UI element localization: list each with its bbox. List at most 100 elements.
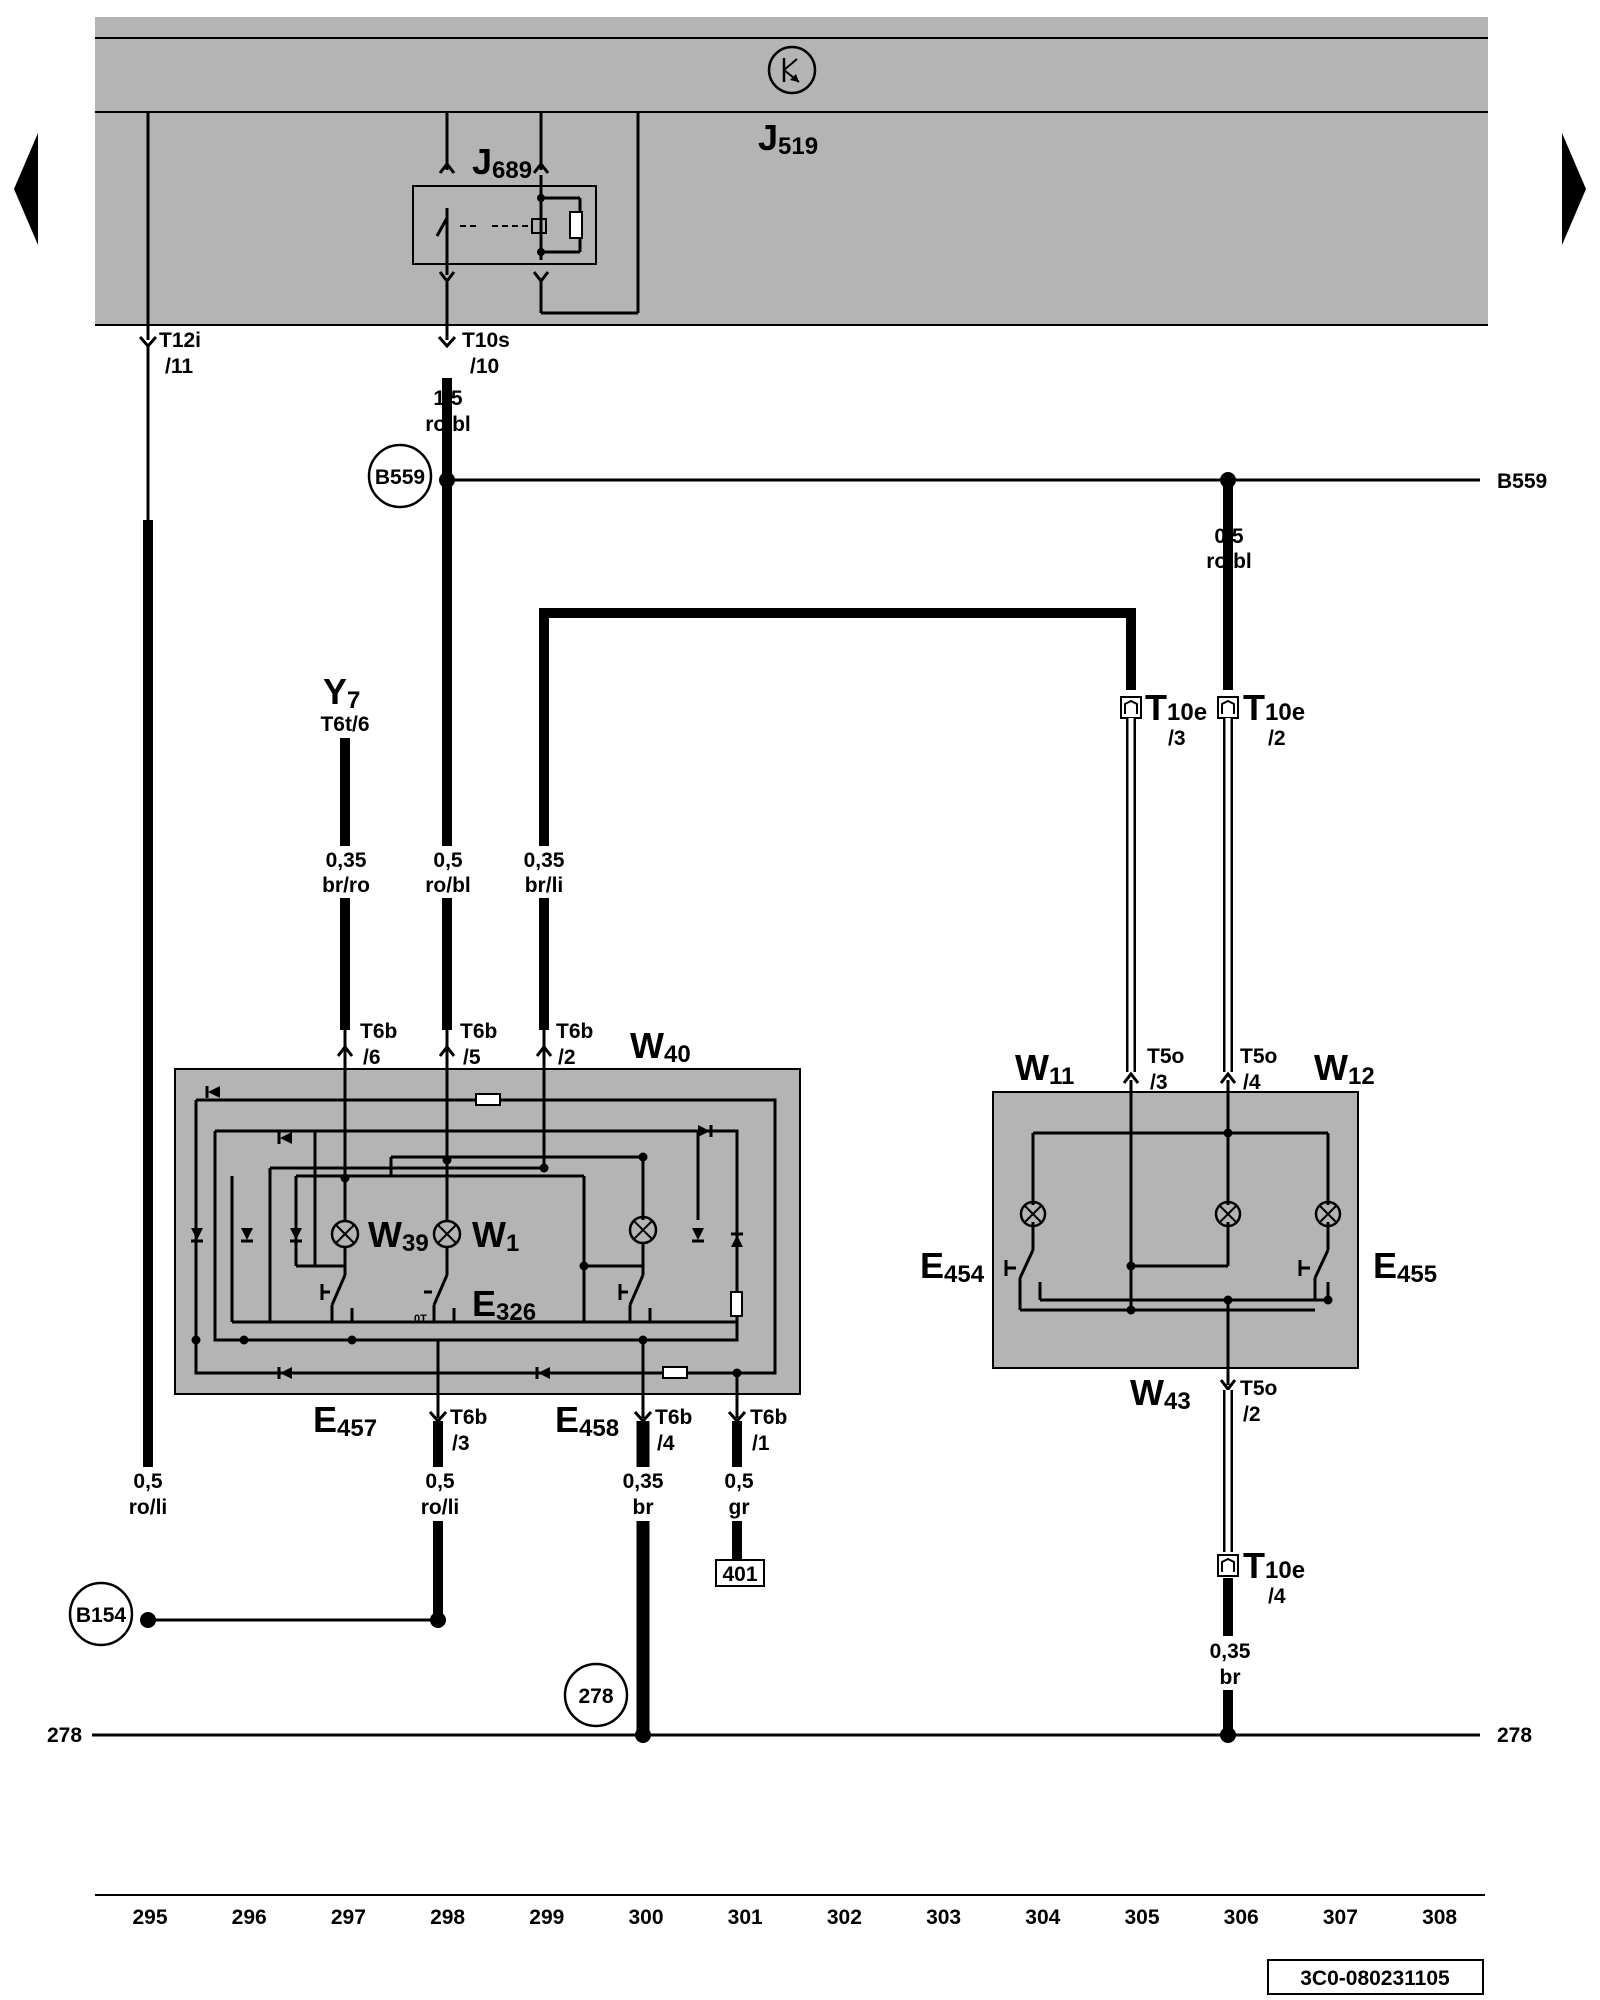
svg-text:ro/li: ro/li <box>421 1496 460 1519</box>
t6b-label: T6b <box>450 1406 487 1429</box>
track-number: 300 <box>628 1906 663 1929</box>
t5o-pin: /4 <box>1243 1071 1261 1094</box>
track-number: 296 <box>232 1906 267 1929</box>
t5o-pin: /2 <box>1243 1403 1261 1426</box>
w1-label: W1 <box>472 1214 519 1257</box>
track-number: 297 <box>331 1906 366 1929</box>
t6b-pin: /6 <box>363 1046 381 1069</box>
svg-text:0,35: 0,35 <box>524 849 565 872</box>
wire-label-295: 0,5 ro/li <box>118 1467 178 1521</box>
b559-ref-right: B559 <box>1497 470 1547 493</box>
t6b-label: T6b <box>556 1020 593 1043</box>
wire-label-306-lower: 0,35 br <box>1198 1636 1260 1690</box>
svg-text:T10e: T10e <box>1243 687 1305 728</box>
svg-text:T10e: T10e <box>1145 687 1207 728</box>
document-code: 3C0-080231105 <box>1267 1959 1484 1995</box>
t6b-label: T6b <box>655 1406 692 1429</box>
svg-text:/4: /4 <box>1268 1585 1286 1608</box>
electronic-symbol-icon <box>767 45 817 95</box>
connector-t10e-2: T10e /2 <box>1217 687 1305 750</box>
svg-text:ro/li: ro/li <box>129 1496 168 1519</box>
track-number: 308 <box>1422 1906 1457 1929</box>
svg-text:br/ro: br/ro <box>322 874 370 897</box>
previous-page-arrow[interactable] <box>14 133 38 245</box>
node-b559: B559 <box>367 443 433 509</box>
t5o-pin: /3 <box>1150 1071 1168 1094</box>
t10s-pin: /10 <box>470 355 499 378</box>
t6b-pin: /5 <box>463 1046 481 1069</box>
wire-color-label: ro/bl <box>425 413 471 436</box>
node-b154: B154 <box>68 1581 134 1647</box>
track-number: 303 <box>926 1906 961 1929</box>
svg-text:br: br <box>633 1496 654 1519</box>
connector-t10e-4: T10e /4 <box>1217 1545 1305 1608</box>
track-number: 305 <box>1124 1906 1159 1929</box>
w43-label: W43 <box>1130 1372 1191 1415</box>
w40-label: W40 <box>630 1025 691 1068</box>
next-page-arrow[interactable] <box>1562 133 1586 245</box>
node-278: 278 <box>563 1662 629 1728</box>
t6b-label: T6b <box>460 1020 497 1043</box>
e458-label: E458 <box>555 1399 619 1442</box>
lamp-icon <box>330 1219 360 1249</box>
e455-label: E455 <box>1373 1245 1437 1288</box>
t5o-label: T5o <box>1147 1045 1184 1068</box>
track-number: 298 <box>430 1906 465 1929</box>
svg-text:br: br <box>1220 1666 1241 1689</box>
led-icon <box>191 1086 743 1379</box>
t6t-label: T6t/6 <box>320 713 369 736</box>
resistor-icon <box>475 1093 743 1379</box>
t10s-label: T10s <box>462 329 510 352</box>
y7-label: Y7 <box>323 671 360 714</box>
t6b-pin: /4 <box>657 1432 675 1455</box>
wire-label-298-lower: 0,5 ro/li <box>408 1467 468 1521</box>
lamp-icon <box>1214 1200 1242 1228</box>
svg-text:br/li: br/li <box>525 874 564 897</box>
track-number: 299 <box>529 1906 564 1929</box>
relay-j689: J689 <box>412 112 640 315</box>
j519-label: J519 <box>758 117 818 160</box>
svg-text:278: 278 <box>578 1685 613 1708</box>
module-w43 <box>992 1080 1359 1385</box>
t6b-label: T6b <box>360 1020 397 1043</box>
svg-text:/3: /3 <box>1168 727 1186 750</box>
t5o-label: T5o <box>1240 1377 1277 1400</box>
t12i-label: T12i <box>159 329 201 352</box>
svg-text:3C0-080231105: 3C0-080231105 <box>1300 1967 1450 1990</box>
reference-401[interactable]: 401 <box>715 1559 765 1587</box>
w12-label: W12 <box>1314 1047 1375 1090</box>
wire-color-label: ro/bl <box>1206 550 1252 573</box>
wire-label-301: 0,5 gr <box>712 1467 762 1521</box>
wire-label-299: 0,35 br/li <box>514 846 574 898</box>
svg-text:B559: B559 <box>375 466 425 489</box>
svg-text:T10e: T10e <box>1243 1545 1305 1586</box>
switch-icon <box>320 1274 354 1322</box>
control-unit-j519: J519 <box>95 17 1488 326</box>
lamp-icon <box>1019 1200 1047 1228</box>
e457-label: E457 <box>313 1399 377 1442</box>
wire-label-300: 0,35 br <box>612 1467 674 1521</box>
svg-text:0,5: 0,5 <box>724 1470 754 1493</box>
t6b-pin: /1 <box>752 1432 770 1455</box>
wire-size-label: 1,5 <box>433 387 463 410</box>
track-number: 306 <box>1224 1906 1259 1929</box>
ot-label: 0T <box>414 1313 427 1325</box>
t5o-label: T5o <box>1240 1045 1277 1068</box>
track-number: 304 <box>1025 1906 1060 1929</box>
track-number: 307 <box>1323 1906 1358 1929</box>
svg-text:0,5: 0,5 <box>133 1470 163 1493</box>
switch-icon <box>424 1274 456 1322</box>
svg-text:0,5: 0,5 <box>425 1470 455 1493</box>
j689-label: J689 <box>472 141 532 184</box>
svg-text:B154: B154 <box>76 1604 127 1627</box>
t6b-pin: /2 <box>558 1046 576 1069</box>
svg-text:gr: gr <box>729 1496 750 1519</box>
svg-text:0,35: 0,35 <box>1210 1640 1251 1663</box>
track-number: 295 <box>132 1906 167 1929</box>
switch-icon <box>1004 1249 1042 1310</box>
e326-label: E326 <box>472 1283 536 1326</box>
svg-text:401: 401 <box>722 1563 757 1586</box>
wire-size-label: 0,5 <box>1214 525 1244 548</box>
t6b-pin: /3 <box>452 1432 470 1455</box>
